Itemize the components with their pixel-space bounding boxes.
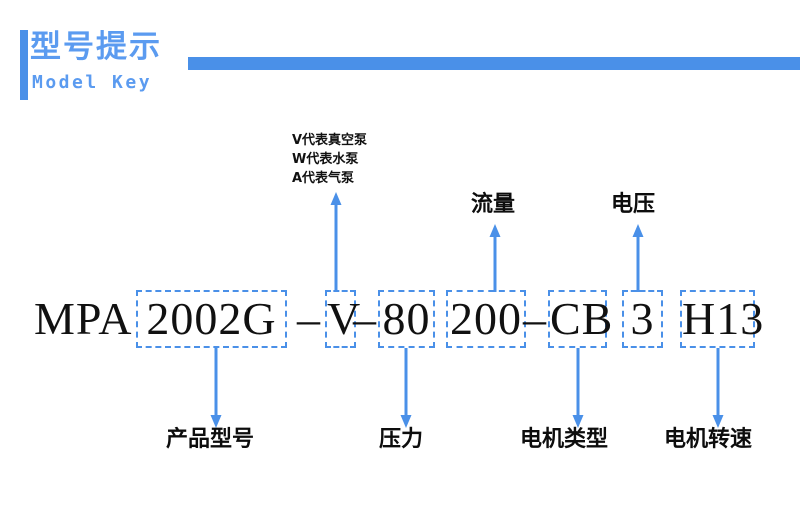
segment-box-pressure: 80 (378, 290, 435, 348)
separator-1: – (297, 293, 320, 344)
voltage-connector-arrow (632, 224, 644, 292)
segment-value-flow-rate: 200 (450, 293, 522, 344)
pump-type-legend: V代表真空泵 W代表水泵 A代表气泵 (292, 131, 367, 188)
segment-box-motor-speed: H13 (680, 290, 765, 348)
segment-value-pump-type: V (327, 293, 362, 344)
model-code-prefix: MPA (34, 293, 133, 344)
pump-type-legend-line-1: V代表真空泵 (292, 133, 368, 148)
flow-rate-connector-arrow (489, 224, 501, 292)
separator-2: – (353, 293, 376, 344)
motor-type-label: 电机类型 (520, 427, 609, 452)
segment-value-pressure: 80 (382, 293, 431, 344)
segment-box-motor-type: CB (548, 290, 614, 348)
motor-speed-label: 电机转速 (664, 427, 753, 452)
segment-value-motor-speed: H13 (682, 293, 765, 344)
product-model-connector-arrow (210, 348, 222, 428)
pump-type-connector-arrow (330, 192, 342, 292)
segment-box-voltage: 3 (622, 290, 663, 348)
page-title-en: Model Key (32, 72, 153, 93)
voltage-label: 电压 (611, 192, 656, 217)
page-title-cn: 型号提示 (30, 29, 162, 65)
pump-type-legend-line-2: W代表水泵 (292, 152, 359, 167)
segment-value-motor-type: CB (550, 293, 614, 344)
segment-value-product-model: 2002G (146, 293, 277, 344)
segment-box-flow-rate: 200 (446, 290, 526, 348)
separator-3: – (523, 293, 546, 344)
motor-speed-connector-arrow (712, 348, 724, 428)
flow-rate-label: 流量 (471, 192, 516, 217)
segment-box-product-model: 2002G (136, 290, 287, 348)
segment-box-pump-type: V (325, 290, 362, 348)
pressure-connector-arrow (400, 348, 412, 428)
header-rule (188, 57, 800, 70)
segment-value-voltage: 3 (630, 293, 655, 344)
motor-type-connector-arrow (572, 348, 584, 428)
pump-type-legend-line-3: A代表气泵 (292, 171, 355, 186)
product-model-label: 产品型号 (166, 427, 255, 452)
pressure-label: 压力 (379, 427, 424, 452)
header-accent-bar (20, 30, 28, 100)
